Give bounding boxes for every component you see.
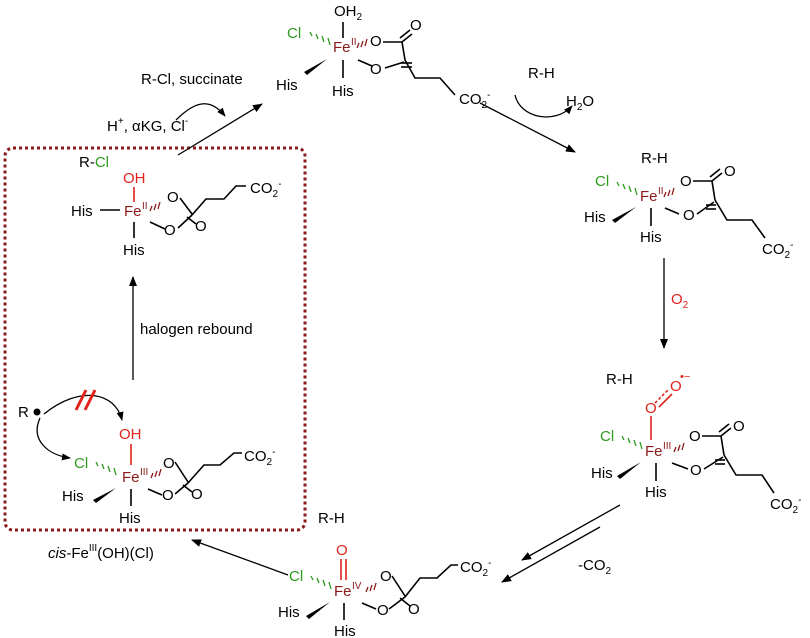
his-ligand: His <box>332 83 354 100</box>
his-ligand: His <box>123 242 145 259</box>
complex-fe-ii-hydroxo: R-Cl OH Fe II O O His His O CO2- <box>71 154 281 259</box>
chloride-ligand: Cl <box>595 173 609 190</box>
oxidation-state: III <box>663 441 671 452</box>
carboxylate: CO2- <box>244 447 275 468</box>
substrate-in-label: R-H <box>528 65 555 82</box>
akg-oxygen-1: O <box>680 173 692 190</box>
complex-fe-iv-oxo: O Cl Fe IV O O His His O CO2- <box>278 542 491 638</box>
akg-oxygen-1: O <box>167 189 179 206</box>
water-release-curved-arrow <box>514 94 573 118</box>
oxidation-state: IV <box>352 581 362 592</box>
reactive-intermediate-box <box>3 146 307 532</box>
decarboxylation-arrow-2 <box>501 526 601 583</box>
product-release-arrow <box>177 103 263 156</box>
complex-fe-iii-superoxo: R-H O O •− Cl Fe III O O His His O CO2- <box>591 371 801 516</box>
iron-center: Fe <box>124 203 142 220</box>
chloride-ligand: Cl <box>287 25 301 42</box>
oh-rebound-arrow <box>43 394 124 421</box>
product-label: R-Cl <box>79 154 109 171</box>
iron-center: Fe <box>333 39 351 56</box>
substrate-label-bottom: R-H <box>318 510 345 527</box>
aqua-ligand-label: OH2 <box>334 3 363 23</box>
cis-fe-oh-cl-label: cis-FeIII(OH)(Cl) <box>48 543 154 562</box>
cl-rebound-arrow <box>36 417 71 461</box>
hydrogen-abstraction-arrow <box>191 539 289 576</box>
oxidation-state: II <box>658 186 664 197</box>
iron-center: Fe <box>334 583 352 600</box>
iron-center: Fe <box>122 469 140 486</box>
dioxygen-label: O2 <box>671 291 689 311</box>
his-ligand: His <box>71 203 93 220</box>
his-ligand: His <box>334 623 356 638</box>
keto-oxygen: O <box>733 418 745 435</box>
his-ligand: His <box>591 465 613 482</box>
chloride-ligand: Cl <box>74 455 88 472</box>
his-ligand: His <box>276 77 298 94</box>
superoxo-oxygen-2: O <box>670 378 682 395</box>
akg-oxygen-2: O <box>162 487 174 504</box>
substrate-label: R-H <box>606 371 633 388</box>
complex-fe-ii-aqua: OH2 Cl Fe II O O His His O CO2- <box>276 3 490 111</box>
akg-oxygen-2: O <box>690 462 702 479</box>
alkyl-radical: R <box>18 404 29 421</box>
iron-center: Fe <box>640 188 658 205</box>
akg-oxygen-1: O <box>689 428 701 445</box>
products-released-label: R-Cl, succinate <box>141 71 243 88</box>
akg-oxygen-1: O <box>370 33 382 50</box>
his-ligand: His <box>584 209 606 226</box>
blocked-pathway-mark <box>74 389 88 411</box>
akg-oxygen-1: O <box>163 455 175 472</box>
carbonyl-oxygen: O <box>195 218 207 235</box>
akg-binding-curved-arrow <box>175 103 226 121</box>
hydroxo-ligand: OH <box>123 170 146 187</box>
substrate-label: R-H <box>641 150 668 167</box>
his-ligand: His <box>640 229 662 246</box>
radical-dot <box>33 408 41 416</box>
his-ligand: His <box>645 484 667 501</box>
carboxylate: CO2- <box>762 240 793 261</box>
water-out-label: H2O <box>566 93 594 113</box>
cosubstrates-label: H+, αKG, Cl- <box>107 116 188 135</box>
carboxylate: CO2- <box>459 90 490 111</box>
his-ligand: His <box>62 488 84 505</box>
complex-fe-iii-hydroxo-chloro: OH Cl Fe III O O His His O CO2- R <box>18 389 275 527</box>
oxidation-state: II <box>142 201 148 212</box>
superoxo-oxygen: O <box>645 400 657 417</box>
keto-oxygen: O <box>724 163 736 180</box>
akg-oxygen-1: O <box>380 568 392 585</box>
co2-loss-label: -CO2 <box>578 557 612 577</box>
carboxylate: CO2- <box>770 495 801 516</box>
oxidation-state: III <box>140 467 148 478</box>
halogen-rebound-label: halogen rebound <box>140 321 253 338</box>
akg-oxygen-2: O <box>377 602 389 619</box>
chloride-ligand: Cl <box>600 428 614 445</box>
chloride-ligand: Cl <box>289 568 303 585</box>
decarboxylation-arrow-1 <box>521 504 621 561</box>
akg-oxygen-2: O <box>370 61 382 78</box>
carboxylate: CO2- <box>460 558 491 579</box>
keto-oxygen: O <box>410 17 422 34</box>
hydroxo-ligand: OH <box>119 426 142 443</box>
akg-oxygen-2: O <box>164 222 176 239</box>
carbonyl-oxygen: O <box>191 486 203 503</box>
iron-center: Fe <box>645 443 663 460</box>
superoxo-radical-charge: •− <box>680 371 690 383</box>
carboxylate: CO2- <box>250 179 281 200</box>
akg-oxygen-2: O <box>683 207 695 224</box>
carbonyl-oxygen: O <box>408 601 420 618</box>
his-ligand: His <box>278 604 300 621</box>
his-ligand: His <box>119 510 141 527</box>
substrate-binding-arrow <box>479 102 576 153</box>
complex-fe-ii-substrate: R-H Cl Fe II O O His His O CO2- <box>584 150 793 261</box>
oxo-oxygen: O <box>336 542 348 559</box>
oxidation-state: II <box>351 37 357 48</box>
